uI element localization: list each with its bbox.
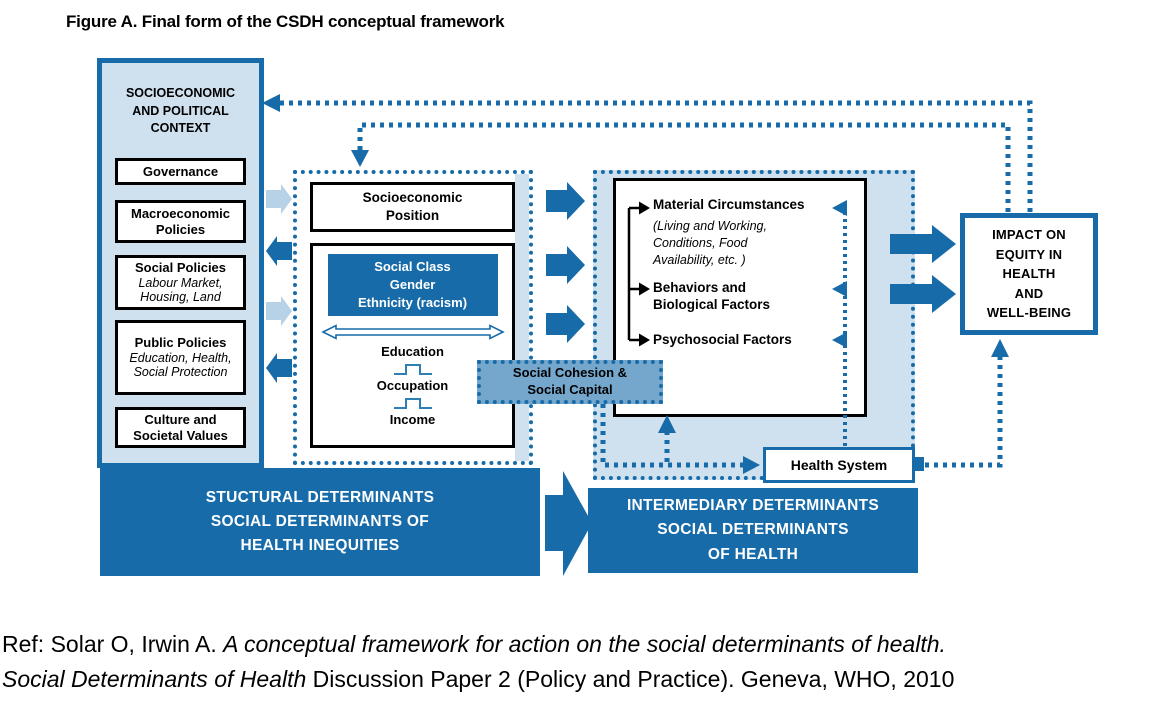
public-policies-title: Public Policies [134, 334, 227, 350]
material-circumstances-subtitle: (Living and Working, Conditions, Food Av… [653, 219, 767, 267]
stratification-box: Social Class Gender Ethnicity (racism) E… [310, 243, 515, 448]
health-system-to-impact-arrow-icon [925, 339, 1009, 468]
psychosocial-factors-label: Psychosocial Factors [653, 332, 792, 347]
position-to-intermediary-arrows-icon [546, 182, 585, 343]
reference-italic-series: Social Determinants of Health [2, 665, 307, 692]
double-headed-arrow-icon [320, 324, 505, 340]
context-panel-header: SOCIOECONOMIC AND POLITICAL CONTEXT [125, 86, 236, 135]
behaviors-biological-label: Behaviors and Biological Factors [653, 280, 771, 312]
social-policies-title: Social Policies [134, 259, 227, 275]
public-policies-subtitle: Education, Health, Social Protection [129, 350, 232, 380]
socioeconomic-position-box: Socioeconomic Position [310, 182, 515, 232]
context-panel: SOCIOECONOMIC AND POLITICAL CONTEXT Gove… [97, 58, 264, 468]
ladder-occupation-label: Occupation [376, 378, 449, 393]
material-circumstances-label: Material Circumstances [653, 197, 805, 212]
social-class-gender-ethnicity-box: Social Class Gender Ethnicity (racism) [327, 254, 498, 316]
position-panel: Socioeconomic Position Social Class Gend… [293, 170, 533, 465]
social-policies-subtitle: Labour Market, Housing, Land [138, 275, 223, 305]
position-panel-inner-strip [515, 174, 529, 461]
culture-values-box: Culture and Societal Values [115, 407, 246, 448]
governance-box: Governance [115, 158, 246, 185]
reference-citation: Ref: Solar O, Irwin A. A conceptual fram… [2, 627, 1150, 696]
social-policies-box: Social Policies Labour Market, Housing, … [115, 255, 246, 310]
ladder-step-icon [393, 364, 432, 375]
reference-line-1: Ref: Solar O, Irwin A. A conceptual fram… [2, 627, 1150, 662]
intermediary-panel: Material Circumstances (Living and Worki… [593, 170, 915, 480]
context-position-exchange-arrows-icon [266, 184, 292, 383]
intermediary-determinants-banner: INTERMEDIARY DETERMINANTS SOCIAL DETERMI… [588, 488, 918, 573]
public-policies-box: Public Policies Education, Health, Socia… [115, 320, 246, 395]
macroeconomic-policies-box: Macroeconomic Policies [115, 200, 246, 243]
impact-box: IMPACT ON EQUITY IN HEALTH AND WELL-BEIN… [960, 213, 1098, 335]
structural-determinants-banner: STUCTURAL DETERMINANTS SOCIAL DETERMINAN… [100, 468, 540, 576]
ladder-step-icon [393, 398, 432, 409]
figure-title: Figure A. Final form of the CSDH concept… [66, 12, 505, 31]
social-cohesion-box: Social Cohesion & Social Capital [477, 360, 663, 404]
ladder-income-label: Income [389, 412, 436, 427]
reference-line-2: Social Determinants of Health Discussion… [2, 662, 1150, 697]
reference-prefix: Ref: Solar O, Irwin A. [2, 631, 224, 657]
health-system-box: Health System [763, 447, 915, 483]
reference-suffix: Discussion Paper 2 (Policy and Practice)… [306, 665, 955, 692]
structural-to-intermediary-arrow-icon [545, 471, 592, 576]
ladder-education-label: Education [381, 344, 444, 359]
reference-italic-title: A conceptual framework for action on the… [223, 631, 946, 657]
health-system-connector-tab-icon [915, 457, 924, 471]
